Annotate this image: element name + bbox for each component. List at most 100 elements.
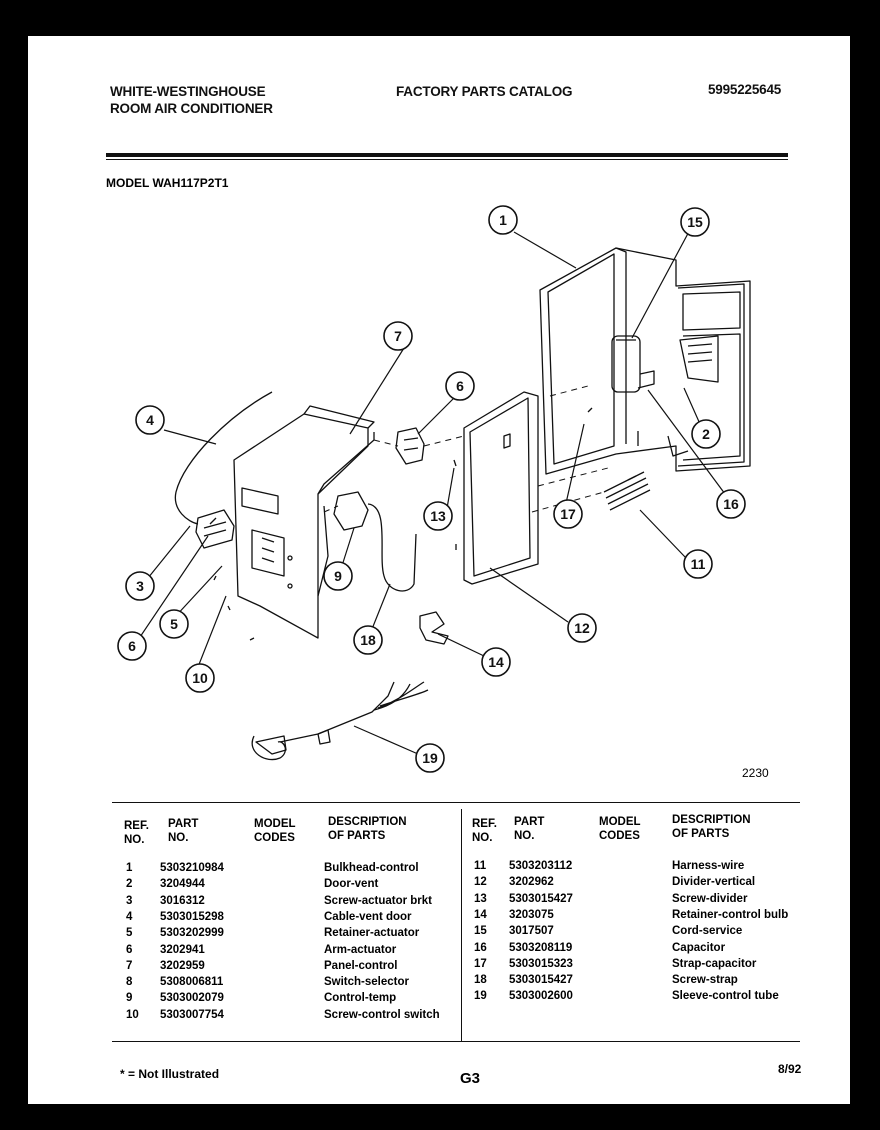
switch-selector-drawing <box>395 427 425 465</box>
table-cell-part: 3202962 <box>509 876 554 889</box>
panel-control-drawing <box>233 405 375 639</box>
callout-3 <box>125 571 155 601</box>
parts-table: REF. NO. PART NO. MODEL CODES DESCRIPTIO… <box>112 802 800 1042</box>
table-cell-part: 5303210984 <box>160 862 224 874</box>
callout-label: 3 <box>136 578 144 594</box>
retainer-control-bulb-drawing <box>419 611 449 645</box>
brand-line-1: WHITE-WESTINGHOUSE <box>110 84 266 99</box>
table-cell-part: 3204944 <box>160 878 205 891</box>
table-cell-desc: Retainer-actuator <box>324 927 420 940</box>
callout-18 <box>553 499 583 529</box>
header-rule-thin <box>106 159 788 160</box>
table-cell-part: 3017507 <box>509 925 554 938</box>
model-line: MODEL WAH117P2T1 <box>106 176 229 190</box>
callout-10 <box>185 663 215 693</box>
table-cell-desc: Divider-vertical <box>672 876 756 889</box>
table-cell-ref: 6 <box>126 943 133 956</box>
col-header-ref-right: REF. NO. <box>472 818 497 844</box>
table-cell-part: 5303015323 <box>509 957 573 970</box>
catalog-number: 5995225645 <box>708 82 782 97</box>
callout-6b <box>117 631 147 661</box>
table-cell-desc: Panel-control <box>324 959 398 972</box>
callout-label: 11 <box>691 556 706 572</box>
table-cell-ref: 15 <box>474 925 487 938</box>
callout-19 <box>353 625 383 655</box>
callout-11 <box>683 549 713 579</box>
door-vent-drawing <box>679 335 719 383</box>
table-cell-ref: 5 <box>126 927 133 940</box>
table-cell-desc: Arm-actuator <box>324 943 397 956</box>
table-cell-ref: 7 <box>126 959 133 972</box>
catalog-page: WHITE-WESTINGHOUSE ROOM AIR CONDITIONER … <box>28 36 850 1104</box>
callout-14 <box>481 647 511 677</box>
table-cell-ref: 11 <box>474 860 487 872</box>
callout-9 <box>323 561 353 591</box>
callout-label: 5 <box>170 616 178 632</box>
table-cell-desc: Retainer-control bulb <box>672 908 789 921</box>
col-header-part: PART NO. <box>168 818 199 844</box>
table-cell-desc: Strap-capacitor <box>672 957 757 970</box>
table-cell-desc: Cord-service <box>672 925 743 938</box>
capacitor-drawing <box>611 335 655 393</box>
table-cell-part: 5303015298 <box>160 910 224 923</box>
table-cell-part: 3016312 <box>160 894 205 907</box>
callout-label: 7 <box>394 328 402 344</box>
callout-label: 15 <box>687 214 703 230</box>
callout-8 <box>445 371 475 401</box>
table-cell-ref: 10 <box>126 1008 139 1021</box>
table-cell-part: 3202959 <box>160 959 205 972</box>
table-cell-ref: 16 <box>474 941 487 954</box>
table-cell-desc: Bulkhead-control <box>324 862 419 874</box>
callout-label: 4 <box>146 412 154 428</box>
revision-date: 8/92 <box>778 1062 802 1076</box>
table-cell-ref: 2 <box>126 878 133 891</box>
table-cell-part: 5303002079 <box>160 992 224 1005</box>
retainer-actuator-drawing <box>195 509 235 549</box>
col-header-model-right: MODEL CODES <box>599 816 641 842</box>
callout-label: 18 <box>360 632 376 648</box>
table-cell-desc: Harness-wire <box>672 860 745 872</box>
callout-16 <box>680 207 710 237</box>
callout-label: 2 <box>702 426 710 442</box>
callout-13 <box>423 501 453 531</box>
table-cell-ref: 9 <box>126 992 133 1005</box>
table-cell-part: 5303203112 <box>509 860 573 872</box>
header-rule <box>106 153 788 157</box>
table-cell-ref: 3 <box>126 894 133 907</box>
bulkhead-control-drawing <box>539 247 751 475</box>
table-cell-ref: 17 <box>474 957 487 970</box>
callout-label: 1 <box>499 212 507 228</box>
page-number: G3 <box>460 1070 481 1087</box>
table-cell-part: 3202941 <box>160 943 205 956</box>
col-header-desc-right: DESCRIPTION OF PARTS <box>672 814 751 840</box>
table-cell-desc: Screw-actuator brkt <box>324 894 433 907</box>
figure-number: 2230 <box>742 766 769 780</box>
callout-label: 10 <box>192 670 208 686</box>
table-cell-part: 3203075 <box>509 908 554 921</box>
harness-wire-drawing <box>603 471 651 511</box>
callout-label: 9 <box>334 568 342 584</box>
service-cord-drawing <box>251 681 429 761</box>
callout-17 <box>716 489 746 519</box>
callout-12 <box>567 613 597 643</box>
table-cell-desc: Capacitor <box>672 941 726 954</box>
table-cell-ref: 14 <box>474 908 487 921</box>
table-cell-desc: Screw-divider <box>672 892 748 905</box>
callout-label: 6 <box>456 378 464 394</box>
table-cell-ref: 19 <box>474 990 487 1003</box>
leader-lines <box>137 225 729 755</box>
col-header-part-right: PART NO. <box>514 816 545 842</box>
table-cell-ref: 4 <box>126 910 133 923</box>
callout-label: 16 <box>723 496 739 512</box>
screws-drawing <box>209 407 593 641</box>
callout-bubbles <box>117 205 746 773</box>
table-cell-part: 5303015427 <box>509 974 573 987</box>
table-cell-desc: Cable-vent door <box>324 910 412 923</box>
table-cell-ref: 12 <box>474 876 487 889</box>
not-illustrated-note: * = Not Illustrated <box>120 1067 220 1081</box>
callout-2 <box>691 419 721 449</box>
callout-4 <box>135 405 165 435</box>
callout-1 <box>488 205 518 235</box>
callout-label: 12 <box>574 620 590 636</box>
table-cell-part: 5303002600 <box>509 990 573 1003</box>
